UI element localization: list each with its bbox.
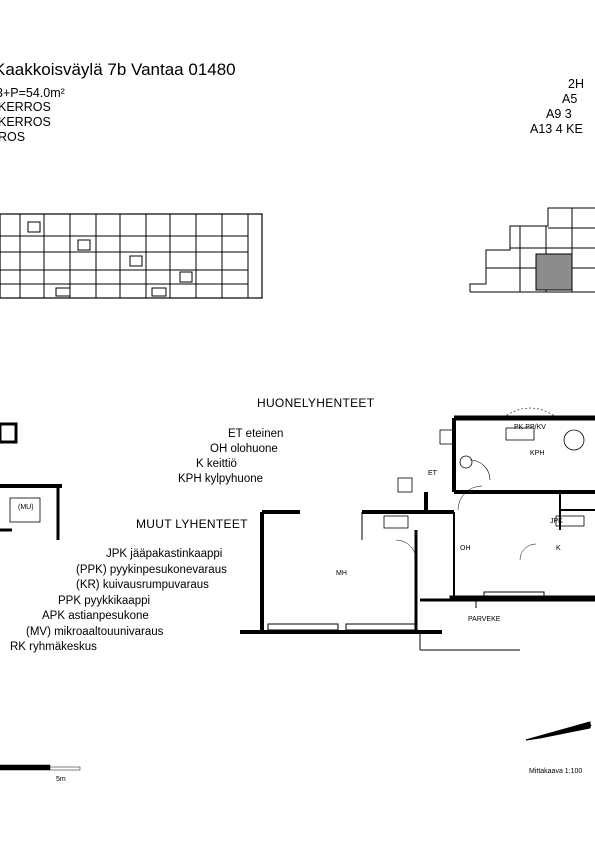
label-mu: (MU) <box>18 504 34 511</box>
floor-line-1: KERROS <box>0 100 51 114</box>
label-kph: KPH <box>530 450 545 457</box>
label-et: ET <box>428 470 437 477</box>
label-k: K <box>556 545 561 552</box>
apartment-a9: A9 3 <box>546 107 572 121</box>
label-pk-pp: PK PP/KV <box>514 424 546 431</box>
rooms-legend-item: OH olohuone <box>210 443 278 455</box>
floor-line-2: KERROS <box>0 115 51 129</box>
north-label: P <box>587 724 592 731</box>
scale-bar-label: 5m <box>56 776 66 783</box>
other-legend-item: RK ryhmäkeskus <box>10 641 97 653</box>
other-legend-item: (PPK) pyykinpesukonevaraus <box>76 564 227 576</box>
other-legend-item: (KR) kuivausrumpuvaraus <box>76 579 209 591</box>
other-legend-item: APK astianpesukone <box>42 610 149 622</box>
left-plan-fragment <box>0 422 62 540</box>
scale-text: Mittakaava 1:100 <box>529 768 583 775</box>
scale-bar <box>0 764 81 771</box>
other-legend-item: PPK pyykkikaappi <box>58 595 151 607</box>
highlighted-apartment <box>535 253 573 291</box>
other-legend-item: (MV) mikroaaltouunivaraus <box>26 626 164 638</box>
rooms-legend-item: K keittiö <box>196 458 237 470</box>
apartment-plan <box>240 407 595 651</box>
rooms-legend-heading: HUONELYHENTEET <box>257 396 375 410</box>
label-mh: MH <box>336 570 347 577</box>
building-plan-left <box>0 213 263 299</box>
label-parveke: PARVEKE <box>468 616 501 623</box>
building-key-plan-right <box>469 207 595 293</box>
other-legend-heading: MUUT LYHENTEET <box>136 517 248 531</box>
label-oh: OH <box>460 545 471 552</box>
rooms-legend-item: KPH kylpyhuone <box>178 473 264 485</box>
floor-line-3: ROS <box>0 130 26 144</box>
north-arrow-icon <box>525 721 591 741</box>
apartment-type: 2H <box>568 77 584 91</box>
other-legend-item: JPK jääpakastinkaappi <box>106 548 223 560</box>
label-jpk: JPK <box>550 518 563 525</box>
area-line: 3+P=54.0m² <box>0 86 65 100</box>
apartment-a13: A13 4 KE <box>530 122 583 136</box>
rooms-legend-item: ET eteinen <box>228 428 284 440</box>
apartment-a5: A5 <box>562 92 578 106</box>
address-title: Kaakkoisväylä 7b Vantaa 01480 <box>0 60 236 79</box>
